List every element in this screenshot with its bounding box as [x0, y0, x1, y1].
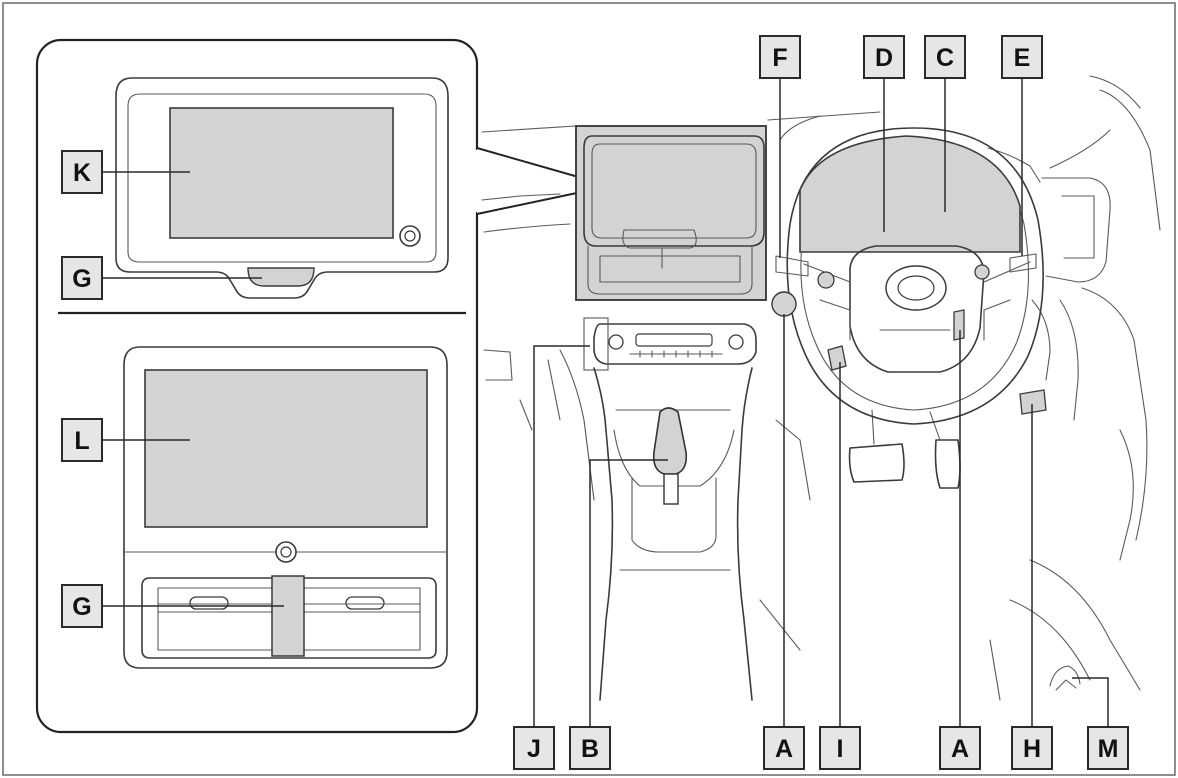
callout-A-right: A: [939, 726, 981, 770]
callout-M-text: M: [1098, 735, 1119, 763]
callout-F-text: F: [772, 44, 787, 72]
callout-D-text: D: [875, 44, 893, 72]
small-touchscreen: [169, 107, 394, 239]
center-console: [483, 349, 811, 701]
callout-K: K: [61, 150, 103, 194]
callout-C-text: C: [936, 44, 954, 72]
callout-F: F: [759, 35, 801, 79]
center-display-area: [575, 125, 767, 301]
callout-C: C: [924, 35, 966, 79]
leader-lines: [102, 78, 1109, 727]
callout-I: I: [819, 726, 861, 770]
steering-wheel: [771, 127, 1044, 425]
callout-L: L: [61, 418, 103, 462]
callout-labels: K G L G F D C E: [61, 35, 1129, 770]
callout-H: H: [1011, 726, 1053, 770]
callout-A-left: A: [763, 726, 805, 770]
callout-G-bottom-text: G: [72, 593, 91, 621]
small-display-button: [247, 267, 315, 287]
large-display-unit: [123, 346, 448, 669]
shift-lever: [652, 407, 688, 475]
callout-A-right-text: A: [951, 735, 969, 763]
callout-A-left-text: A: [775, 735, 793, 763]
callout-G-top: G: [61, 256, 103, 300]
callout-J-text: J: [527, 735, 541, 763]
large-display-button: [271, 575, 305, 657]
dashboard-outline: [481, 75, 1161, 701]
callout-G-bottom: G: [61, 584, 103, 628]
callout-J: J: [513, 726, 555, 770]
callout-M: M: [1087, 726, 1129, 770]
callout-L-text: L: [74, 427, 89, 455]
callout-B-text: B: [581, 735, 599, 763]
side-switches: [1019, 389, 1081, 691]
callout-G-top-text: G: [72, 265, 91, 293]
callout-D: D: [863, 35, 905, 79]
small-display-unit: [115, 77, 449, 299]
callout-E-text: E: [1014, 44, 1031, 72]
callout-I-text: I: [837, 735, 844, 763]
callout-B: B: [569, 726, 611, 770]
callout-K-text: K: [73, 159, 91, 187]
callout-H-text: H: [1023, 735, 1041, 763]
large-touchscreen: [144, 369, 428, 528]
audio-panel: [583, 317, 757, 371]
callout-E: E: [1001, 35, 1043, 79]
